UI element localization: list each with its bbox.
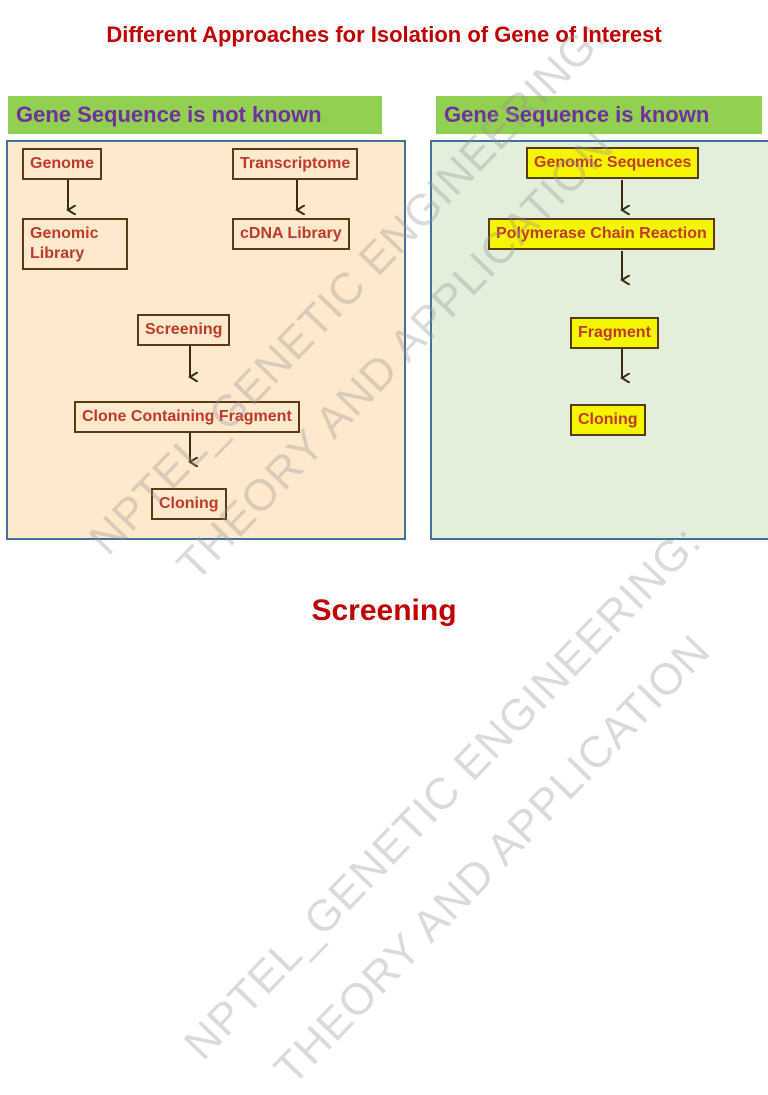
header-sequence-known: Gene Sequence is known <box>436 96 762 134</box>
box-cloning-right: Cloning <box>570 404 646 436</box>
box-cloning-left: Cloning <box>151 488 227 520</box>
box-transcriptome: Transcriptome <box>232 148 359 180</box>
box-cdna-library: cDNA Library <box>232 218 350 250</box>
box-fragment: Fragment <box>570 317 659 349</box>
section-title-screening: Screening <box>311 594 457 627</box>
header-sequence-unknown: Gene Sequence is not known <box>8 96 382 134</box>
box-genomic-library: Genomic Library <box>22 218 128 270</box>
box-polymerase-chain-reaction: Polymerase Chain Reaction <box>488 218 715 250</box>
box-clone-containing-fragment: Clone Containing Fragment <box>74 401 300 433</box>
box-screening: Screening <box>137 314 231 346</box>
box-genome: Genome <box>22 148 103 180</box>
slide-title: Different Approaches for Isolation of Ge… <box>106 22 662 47</box>
flow-arrows <box>0 180 768 560</box>
box-genomic-sequences: Genomic Sequences <box>526 147 700 179</box>
watermark-line2-bottom: THEORY AND APPLICATION <box>265 625 720 1095</box>
